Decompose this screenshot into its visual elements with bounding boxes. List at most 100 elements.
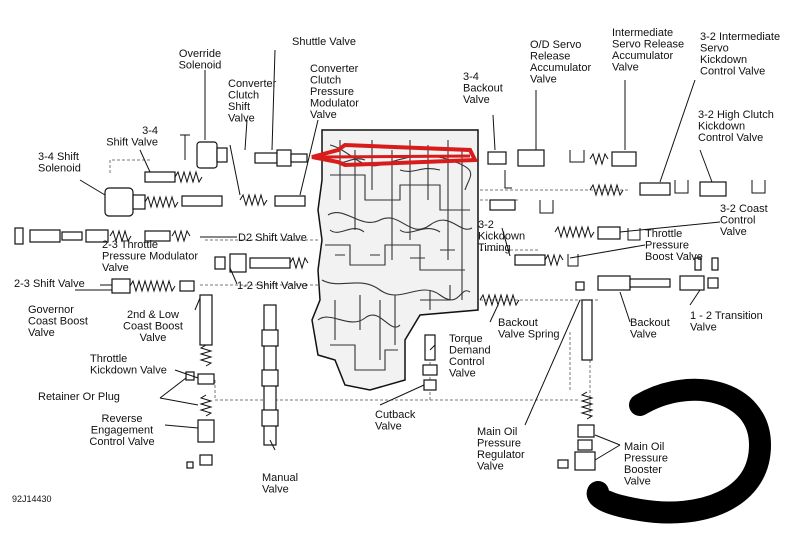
label-retainer-or-plug: Retainer Or Plug <box>38 391 120 403</box>
leader-backout <box>619 291 631 323</box>
backout-valve <box>597 275 631 291</box>
label-shift-valve-2-3: 2-3 Shift Valve <box>14 278 85 290</box>
manual-valve-land-1 <box>261 329 279 347</box>
od-servo-clip <box>569 150 585 163</box>
backout-spring-seat <box>575 281 585 291</box>
kickdown-timing-valve <box>489 199 516 211</box>
reverse-engagement-spring <box>199 394 213 417</box>
leader-kickdown <box>174 369 199 379</box>
override-solenoid-cap <box>216 147 228 163</box>
shift-valve-2-3-spring <box>129 279 176 293</box>
intermediate-servo-release-accumulator-valve <box>611 151 637 167</box>
backout-valve-spring <box>479 293 520 307</box>
shuttle-valve-end <box>290 153 308 163</box>
leader-cc-shift-2 <box>229 144 241 196</box>
retainer-or-plug <box>185 371 195 381</box>
override-solenoid-bracket <box>180 134 190 160</box>
leader-boost <box>569 244 646 259</box>
intermediate-servo-spring <box>589 152 609 166</box>
reverse-engagement-control-valve <box>197 419 215 443</box>
intermediate-servo-kickdown-control-valve <box>639 182 671 196</box>
shift-solenoid-3-4-spring <box>144 195 179 209</box>
manual-valve-land-3 <box>261 409 279 427</box>
converter-clutch-shift-valve <box>181 195 223 207</box>
reverse-engagement-plug <box>199 454 213 466</box>
booster-upper <box>577 424 595 438</box>
reverse-engagement-retainer <box>186 461 194 469</box>
modulator-spool-mid <box>61 231 83 241</box>
label-d2-shift-valve: D2 Shift Valve <box>238 232 307 244</box>
modulator-spool-right <box>85 229 109 243</box>
transition-valve-1-2 <box>679 275 705 291</box>
leader-reverse <box>164 424 199 429</box>
leader-regulator <box>524 299 581 426</box>
od-servo-release-accumulator-valve <box>517 149 545 167</box>
shuttle-valve-land <box>276 149 292 167</box>
leader-torque <box>429 344 436 351</box>
leader-kickdown-timing <box>501 227 511 257</box>
cutback-valve <box>423 379 437 391</box>
leader-backout-spring <box>489 304 499 323</box>
manual-valve-land-2 <box>261 369 279 387</box>
booster-sleeve <box>577 439 593 451</box>
governor-coast-boost-valve <box>199 294 213 346</box>
modulator-spring <box>239 193 268 207</box>
leader-3-4-shift <box>139 149 151 173</box>
one-two-shift-valve-land <box>229 253 247 273</box>
kickdown-clip <box>674 180 689 194</box>
coast-control-valve-3-2 <box>597 226 621 240</box>
boost-valve-spring <box>544 253 564 267</box>
high-clutch-kickdown-control-valve <box>699 181 727 197</box>
transition-valve-end <box>707 277 719 289</box>
shift-solenoid-3-4-tip <box>132 194 146 210</box>
leader-booster <box>594 434 621 461</box>
leader-shuttle <box>271 49 276 151</box>
shift-valve-3-4 <box>144 171 176 183</box>
upper-valve-row <box>104 134 766 217</box>
red-arrow-outline <box>311 142 479 168</box>
leader-3-2-coast <box>619 221 721 233</box>
leader-cutback <box>379 384 425 406</box>
torque-demand-plug <box>422 364 438 376</box>
modulator-spring-left <box>109 229 132 243</box>
coast-control-spring <box>554 225 595 239</box>
backout-valve-stem <box>629 278 671 288</box>
leader-retainer <box>159 377 199 406</box>
leader-3-2-intermediate <box>659 79 696 183</box>
throttle-pressure-modulator-valve-2-3 <box>144 230 171 242</box>
boost-clip <box>567 254 579 267</box>
backout-pin <box>504 170 512 189</box>
red-arrow-shaft <box>319 154 471 159</box>
leader-lines <box>75 49 721 461</box>
label-shift-valve-1-2: 1-2 Shift Valve <box>237 280 308 292</box>
leader-3-4-backout <box>492 114 496 151</box>
throttle-modulator-spring <box>171 229 191 243</box>
leader-3-4-solenoid <box>79 179 106 196</box>
shift-valve-2-3 <box>111 278 131 294</box>
kickdown-spring <box>589 183 624 197</box>
governor-coast-spring <box>199 344 213 367</box>
